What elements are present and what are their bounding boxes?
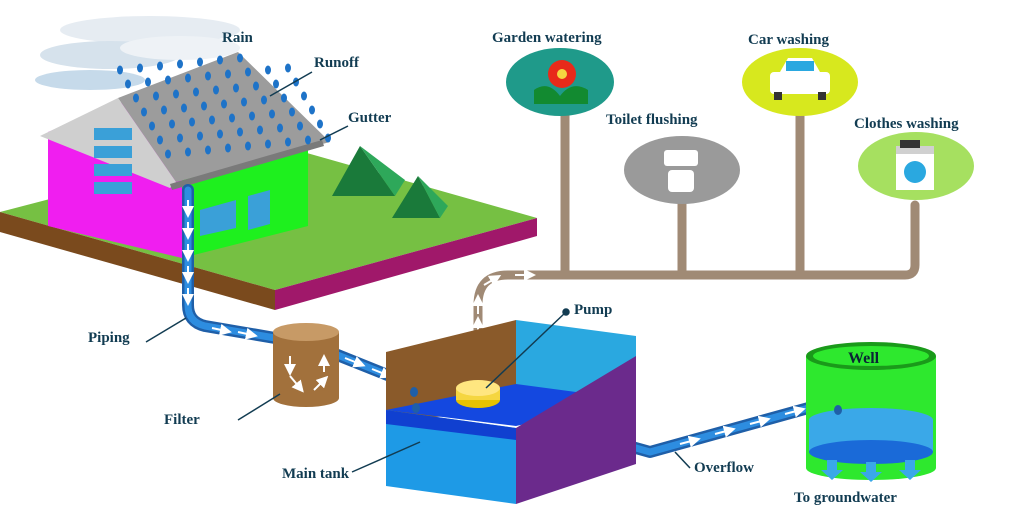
raindrop-icon xyxy=(245,141,251,151)
label-filter: Filter xyxy=(164,412,200,428)
raindrop-icon xyxy=(305,135,311,145)
tank-icon xyxy=(386,320,636,504)
raindrop-icon xyxy=(261,95,267,105)
filter-barrel-icon xyxy=(273,323,339,407)
raindrop-icon xyxy=(117,53,331,159)
label-toilet-flushing: Toilet flushing xyxy=(606,112,698,128)
label-well: Well xyxy=(848,350,880,367)
raindrop-icon xyxy=(253,81,259,91)
raindrop-icon xyxy=(165,149,171,159)
toilet-flushing-circle xyxy=(624,136,740,204)
raindrop-icon xyxy=(225,69,231,79)
pump-icon xyxy=(456,380,500,408)
raindrop-icon xyxy=(161,105,167,115)
raindrop-icon xyxy=(229,113,235,123)
raindrop-icon xyxy=(273,79,279,89)
car-icon xyxy=(770,58,830,100)
raindrop-icon xyxy=(173,89,179,99)
label-rain: Rain xyxy=(222,30,253,46)
raindrop-icon xyxy=(233,83,239,93)
raindrop-icon xyxy=(209,115,215,125)
raindrop-icon xyxy=(117,65,123,75)
raindrop-icon xyxy=(225,143,231,153)
supply-pipes xyxy=(473,100,920,393)
raindrop-icon xyxy=(297,121,303,131)
well-icon xyxy=(806,342,936,482)
raindrop-icon xyxy=(193,87,199,97)
raindrop-icon xyxy=(265,139,271,149)
label-gutter: Gutter xyxy=(348,110,392,126)
label-car-washing: Car washing xyxy=(748,32,829,48)
raindrop-icon xyxy=(189,117,195,127)
tree-icon xyxy=(332,146,405,196)
clothes-washing-circle xyxy=(858,132,974,200)
raindrop-icon xyxy=(153,91,159,101)
raindrop-icon xyxy=(185,73,191,83)
raindrop-icon xyxy=(165,75,171,85)
raindrop-icon xyxy=(217,129,223,139)
washing-machine-icon xyxy=(896,140,934,190)
raindrop-icon xyxy=(149,121,155,131)
raindrop-icon xyxy=(301,91,307,101)
raindrop-icon xyxy=(309,105,315,115)
raindrop-icon xyxy=(277,123,283,133)
raindrop-icon xyxy=(201,101,207,111)
raindrop-icon xyxy=(145,77,151,87)
flower-icon xyxy=(534,60,588,104)
garden-watering-circle xyxy=(506,48,614,116)
raindrop-icon xyxy=(205,71,211,81)
raindrop-icon xyxy=(133,93,139,103)
raindrop-icon xyxy=(237,53,243,63)
raindrop-icon xyxy=(157,61,163,71)
raindrop-icon xyxy=(241,97,247,107)
tree-icon xyxy=(392,176,448,218)
raindrop-icon xyxy=(281,93,287,103)
raindrop-icon xyxy=(289,107,295,117)
raindrop-icon xyxy=(125,79,131,89)
raindrop-icon xyxy=(249,111,255,121)
raindrop-icon xyxy=(157,135,163,145)
raindrop-icon xyxy=(269,109,275,119)
raindrop-icon xyxy=(285,63,291,73)
raindrop-icon xyxy=(237,127,243,137)
house-icon xyxy=(40,52,330,258)
raindrop-icon xyxy=(285,137,291,147)
car-washing-circle xyxy=(742,48,858,116)
raindrop-icon xyxy=(245,67,251,77)
raindrop-icon xyxy=(257,125,263,135)
label-main-tank: Main tank xyxy=(282,466,350,482)
raindrop-icon xyxy=(213,85,219,95)
raindrop-icon xyxy=(205,145,211,155)
raindrop-icon xyxy=(181,103,187,113)
raindrop-icon xyxy=(317,119,323,129)
label-runoff: Runoff xyxy=(314,55,360,71)
raindrop-icon xyxy=(177,133,183,143)
raindrop-icon xyxy=(185,147,191,157)
raindrop-icon xyxy=(197,57,203,67)
raindrop-icon xyxy=(141,107,147,117)
toilet-icon xyxy=(664,150,698,192)
raindrop-icon xyxy=(169,119,175,129)
raindrop-icon xyxy=(137,63,143,73)
label-pump: Pump xyxy=(574,302,613,318)
raindrop-icon xyxy=(221,99,227,109)
label-piping: Piping xyxy=(88,330,130,346)
cloud-icon xyxy=(35,16,240,90)
label-overflow: Overflow xyxy=(694,460,754,476)
label-clothes-washing: Clothes washing xyxy=(854,116,959,132)
raindrop-icon xyxy=(217,55,223,65)
raindrop-icon xyxy=(197,131,203,141)
label-garden-watering: Garden watering xyxy=(492,30,602,46)
leader-lines xyxy=(145,71,691,473)
label-to-groundwater: To groundwater xyxy=(794,490,897,506)
raindrop-icon xyxy=(177,59,183,69)
raindrop-icon xyxy=(265,65,271,75)
